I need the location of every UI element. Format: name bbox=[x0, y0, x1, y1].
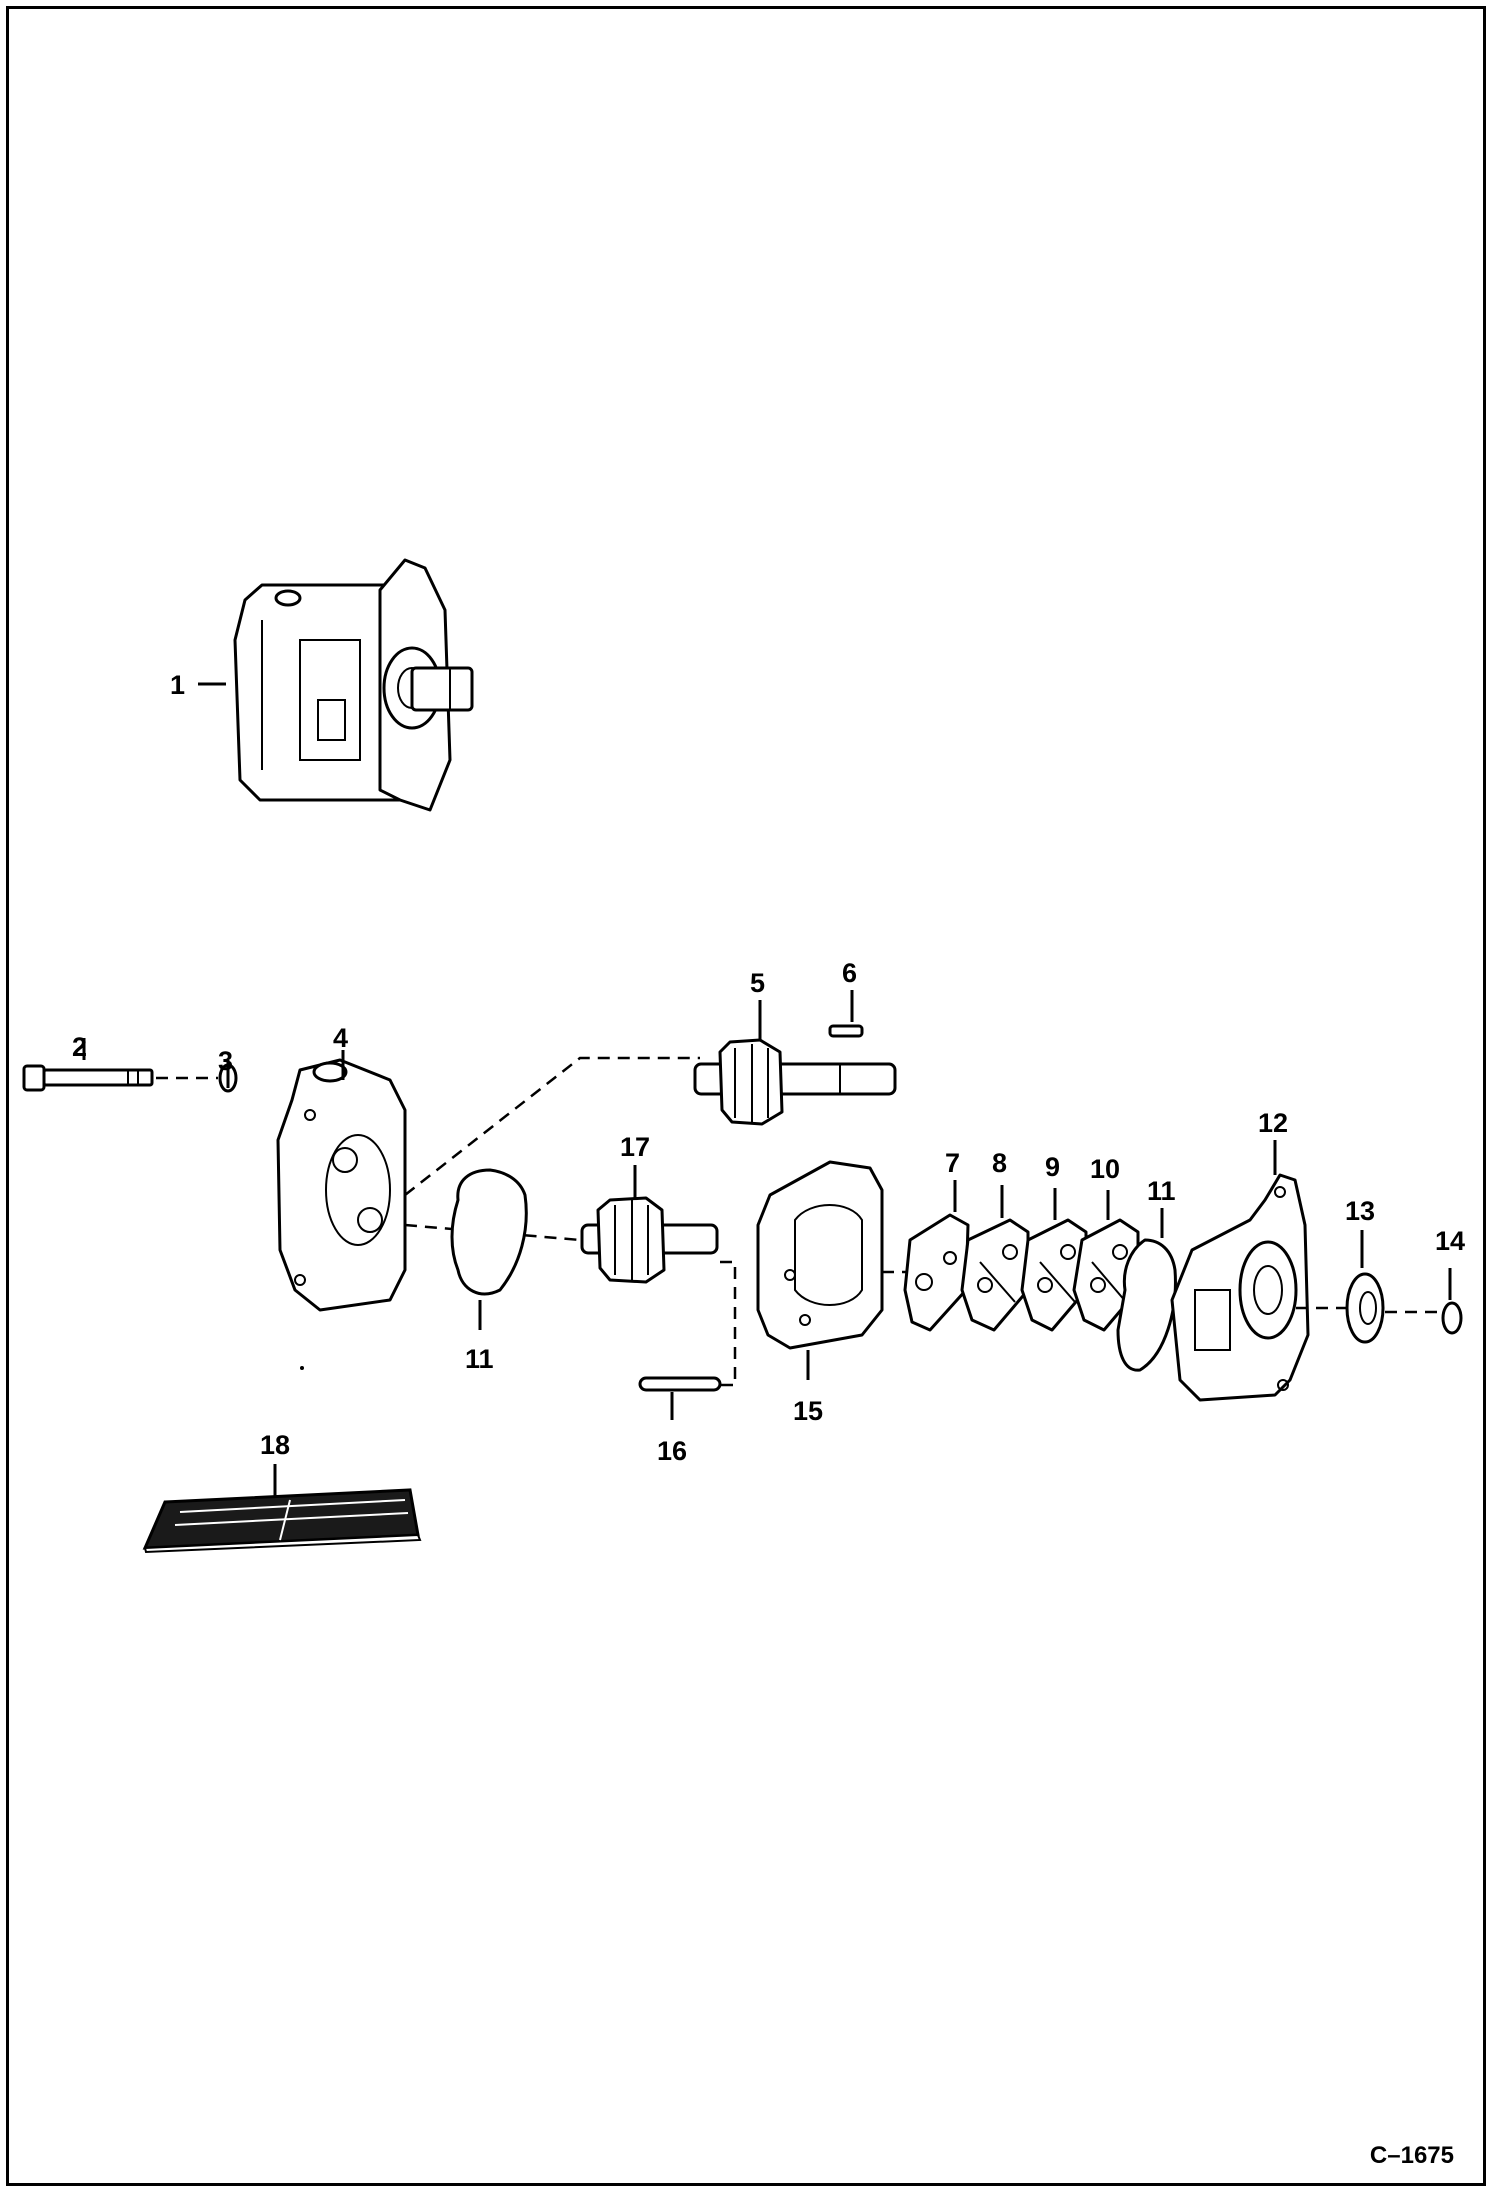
callout-11a: 11 bbox=[465, 1344, 494, 1374]
part-14-retaining-ring bbox=[1441, 1301, 1463, 1335]
part-9-wear-plate bbox=[1020, 1218, 1088, 1332]
part-11-seal-right bbox=[1116, 1238, 1177, 1372]
part-13-shaft-seal bbox=[1345, 1272, 1385, 1344]
stray-dot bbox=[300, 1366, 304, 1370]
callout-16: 16 bbox=[657, 1436, 687, 1466]
part-6-key bbox=[828, 1024, 864, 1038]
callout-11b: 11 bbox=[1147, 1176, 1176, 1206]
callout-9: 9 bbox=[1045, 1152, 1060, 1182]
part-15-gear-housing bbox=[756, 1160, 884, 1350]
callout-6: 6 bbox=[842, 958, 857, 988]
callout-1: 1 bbox=[170, 670, 185, 700]
callout-15: 15 bbox=[793, 1396, 823, 1426]
part-1-assembled-pump bbox=[233, 558, 474, 812]
callout-12: 12 bbox=[1258, 1108, 1288, 1138]
callout-18: 18 bbox=[260, 1430, 290, 1460]
part-8-thrust-plate bbox=[960, 1218, 1030, 1332]
callout-10: 10 bbox=[1090, 1154, 1120, 1184]
callout-4: 4 bbox=[333, 1023, 348, 1053]
callout-3: 3 bbox=[218, 1046, 233, 1076]
callout-5: 5 bbox=[750, 968, 765, 998]
callout-13: 13 bbox=[1345, 1196, 1375, 1226]
part-12-front-housing bbox=[1170, 1173, 1310, 1402]
part-7-gasket bbox=[903, 1213, 970, 1332]
callout-14: 14 bbox=[1435, 1226, 1465, 1256]
part-16-dowel-pin bbox=[638, 1376, 722, 1392]
callout-7: 7 bbox=[945, 1148, 960, 1178]
part-5-drive-gear-shaft bbox=[693, 1038, 897, 1126]
part-17-driven-gear bbox=[580, 1196, 719, 1284]
part-18-seal-kit bbox=[142, 1488, 422, 1554]
callout-2: 2 bbox=[72, 1032, 87, 1062]
callout-17: 17 bbox=[620, 1132, 650, 1162]
part-11-seal-left bbox=[450, 1168, 528, 1296]
figure-id: C–1675 bbox=[1369, 2142, 1454, 2169]
part-2-bolt bbox=[22, 1064, 154, 1092]
callout-8: 8 bbox=[992, 1148, 1007, 1178]
part-4-end-cover bbox=[276, 1058, 407, 1312]
